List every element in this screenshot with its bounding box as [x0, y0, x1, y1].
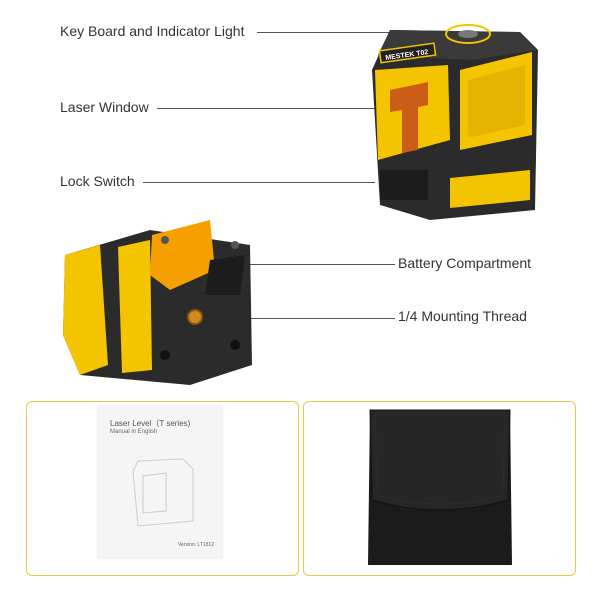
callout-laser-window: Laser Window — [60, 99, 149, 115]
leader-line — [205, 264, 395, 265]
leader-line — [143, 182, 375, 183]
manual-subtitle: Manual in English — [110, 429, 158, 435]
leader-line — [195, 318, 395, 319]
callout-keyboard-indicator: Key Board and Indicator Light — [60, 23, 245, 39]
callout-mounting-thread: 1/4 Mounting Thread — [398, 308, 527, 324]
laser-level-front-image: MESTEK T02 — [372, 24, 538, 220]
laser-level-rear-image — [63, 220, 252, 385]
manual-sketch-image — [132, 458, 194, 527]
carry-pouch-image — [368, 409, 512, 565]
manual-version: Version: LT1812 — [177, 542, 214, 548]
callout-lock-switch: Lock Switch — [60, 173, 135, 189]
leader-line — [257, 32, 417, 33]
leader-line — [157, 108, 397, 109]
user-manual-image: Laser Level（T series) Manual in English … — [98, 406, 222, 558]
callout-battery-compartment: Battery Compartment — [398, 255, 532, 271]
manual-title: Laser Level（T series) — [110, 419, 191, 428]
